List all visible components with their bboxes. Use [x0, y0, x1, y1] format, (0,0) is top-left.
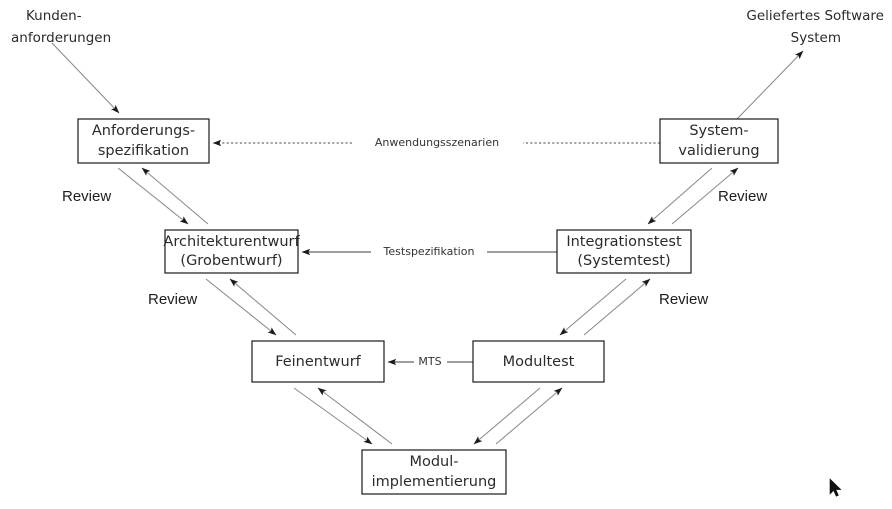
label-geliefertes-software-system: Geliefertes Software System: [746, 8, 884, 46]
box-feinentwurf[interactable]: Feinentwurf: [251, 340, 385, 383]
left-ascending-arrows: [141, 167, 393, 445]
arrow-modulimplementierung-to-modultest: [495, 387, 563, 445]
box-architekturentwurf-line2: (Grobentwurf): [180, 253, 282, 269]
box-modultest-rect[interactable]: [472, 340, 605, 383]
testspezifikation-label: Testspezifikation: [383, 245, 475, 258]
box-systemvalidierung[interactable]: System- validierung: [659, 118, 779, 164]
box-modulimplementierung-line1: Modul-: [409, 454, 458, 470]
review-label-left-bottom: Review: [148, 291, 197, 308]
box-systemvalidierung-line1: System-: [689, 123, 748, 139]
cross-link-testspezifikation: Testspezifikation: [301, 245, 557, 258]
box-feinentwurf-rect[interactable]: [251, 340, 385, 383]
arrow-modulimplementierung-review-up: [317, 387, 393, 445]
mts-label: MTS: [418, 355, 441, 368]
box-integrationstest-line1: Integrationstest: [566, 234, 682, 250]
anwendungsszenarien-label: Anwendungsszenarien: [375, 136, 499, 149]
box-architekturentwurf-line1: Architekturentwurf: [163, 234, 300, 250]
box-architekturentwurf[interactable]: Architekturentwurf (Grobentwurf): [163, 229, 300, 274]
review-label-left-top: Review: [62, 188, 111, 205]
kundenanforderungen-line1: Kunden-: [26, 8, 82, 24]
box-anforderungsspezifikation-rect[interactable]: [77, 118, 210, 164]
box-modulimplementierung-line2: implementierung: [372, 474, 497, 490]
kundenanforderungen-line2: anforderungen: [11, 30, 111, 46]
arrow-anforderungsspezifikation-to-architekturentwurf: [117, 167, 189, 225]
arrow-integrationstest-to-systemvalidierung: [671, 167, 739, 225]
arrow-kundenanforderungen-to-anforderungsspezifikation: [51, 42, 120, 114]
right-ascending-arrows: [495, 167, 739, 445]
arrow-systemvalidierung-to-geliefertes-system: [735, 50, 804, 121]
arrow-integrationstest-review-down: [559, 278, 627, 336]
box-integrationstest-line2: (Systemtest): [577, 253, 670, 269]
box-anforderungsspezifikation-line1: Anforderungs-: [92, 123, 195, 139]
mouse-pointer-icon: [829, 478, 842, 497]
box-feinentwurf-line1: Feinentwurf: [275, 354, 361, 370]
box-systemvalidierung-line2: validierung: [678, 143, 759, 159]
box-systemvalidierung-rect[interactable]: [659, 118, 779, 164]
box-anforderungsspezifikation-line2: spezifikation: [98, 143, 189, 159]
arrow-modultest-to-integrationstest: [583, 278, 651, 336]
cross-link-mts: MTS: [387, 355, 473, 368]
review-label-right-top: Review: [718, 188, 767, 205]
arrow-feinentwurf-review-up: [229, 278, 297, 336]
arrow-architekturentwurf-review-up: [141, 167, 209, 225]
cross-link-anwendungsszenarien: Anwendungsszenarien: [212, 136, 660, 149]
arrow-architekturentwurf-to-feinentwurf: [205, 278, 277, 336]
box-modulimplementierung-rect[interactable]: [361, 449, 507, 495]
box-anforderungsspezifikation[interactable]: Anforderungs- spezifikation: [77, 118, 210, 164]
io-arrows: [51, 42, 804, 121]
review-label-right-bottom: Review: [659, 291, 708, 308]
geliefertes-software-system-line1: Geliefertes Software: [746, 8, 884, 24]
arrow-feinentwurf-to-modulimplementierung: [293, 387, 373, 445]
box-integrationstest-rect[interactable]: [556, 229, 692, 274]
box-modultest[interactable]: Modultest: [472, 340, 605, 383]
arrow-systemvalidierung-review-down: [647, 167, 713, 225]
box-integrationstest[interactable]: Integrationstest (Systemtest): [556, 229, 692, 274]
box-modulimplementierung[interactable]: Modul- implementierung: [361, 449, 507, 495]
label-kundenanforderungen: Kunden- anforderungen: [11, 8, 111, 46]
right-descending-arrows: [473, 167, 713, 445]
left-descending-arrows: [117, 167, 373, 445]
box-architekturentwurf-rect[interactable]: [164, 229, 299, 274]
arrow-modultest-review-down: [473, 387, 541, 445]
box-modultest-line1: Modultest: [503, 354, 575, 370]
geliefertes-software-system-line2: System: [791, 30, 841, 46]
